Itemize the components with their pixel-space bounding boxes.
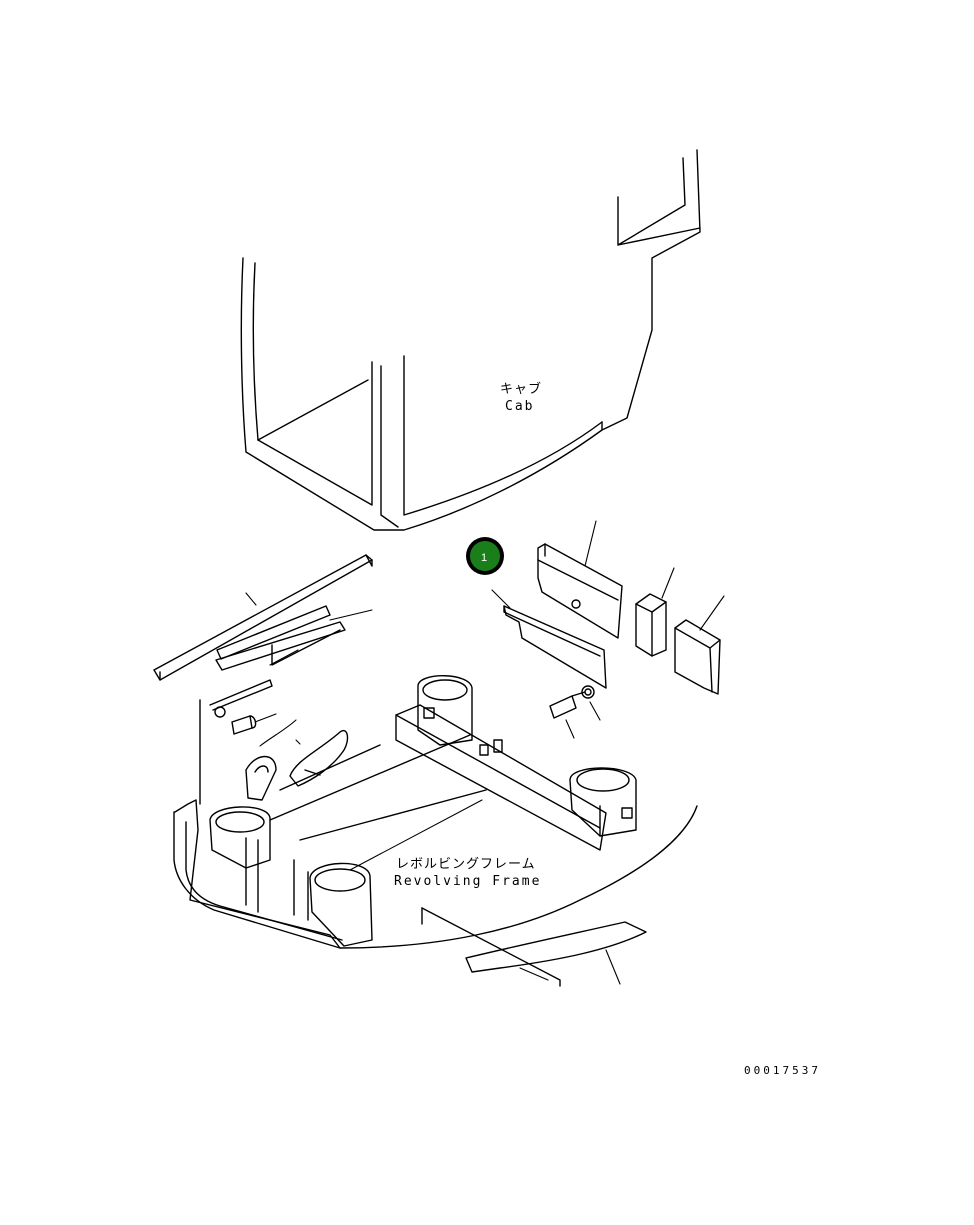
cab-label-jp: キャブ xyxy=(500,381,542,397)
left-rail-parts xyxy=(153,554,373,735)
cab-outline xyxy=(240,149,701,531)
cab-label-en: Cab xyxy=(505,399,534,414)
floor-mat-part xyxy=(421,907,647,987)
callout-1[interactable]: 1 xyxy=(466,537,504,575)
cover-plate-part-1 xyxy=(491,589,607,689)
document-number: 00017537 xyxy=(744,1064,821,1077)
frame-label-jp: レボルビングフレーム xyxy=(396,857,536,872)
right-blocks xyxy=(537,520,725,739)
frame-label-en: Revolving Frame xyxy=(394,874,541,889)
callout-1-number: 1 xyxy=(481,552,487,564)
revolving-frame xyxy=(173,675,698,949)
